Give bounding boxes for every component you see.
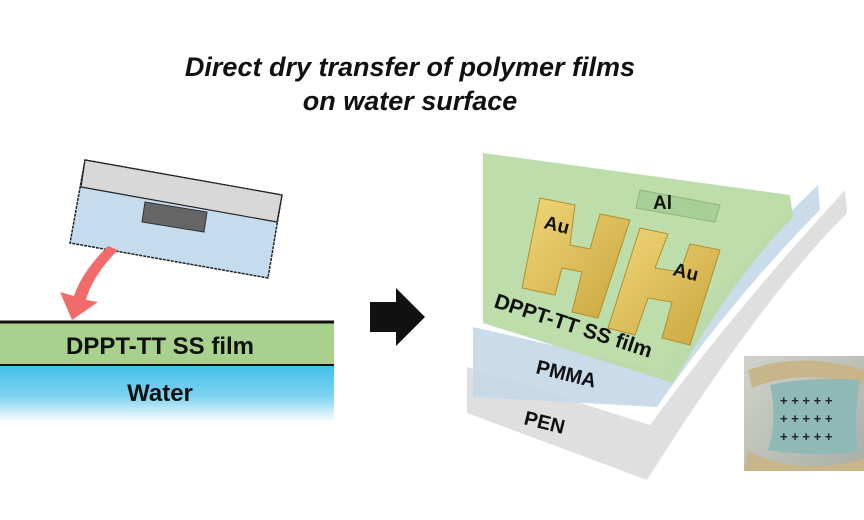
device-photo: + + + + + + + + + + + + + + + — [744, 356, 864, 471]
water-label: Water — [127, 380, 193, 407]
title-line-1: Direct dry transfer of polymer films — [184, 52, 636, 82]
device-stack — [467, 153, 847, 480]
au-electrode-left — [521, 197, 631, 319]
au-electrode-right — [607, 227, 721, 346]
al-label: Al — [653, 193, 672, 214]
svg-text:+ + + + +: + + + + + — [780, 393, 833, 408]
placement-arrow-icon — [60, 246, 118, 320]
right-arrow-icon — [370, 288, 425, 346]
pen-layer — [467, 190, 847, 480]
svg-text:+ + + + +: + + + + + — [780, 411, 833, 426]
svg-text:+ + + + +: + + + + + — [780, 429, 833, 444]
water-layer — [0, 366, 334, 422]
film-layer — [0, 323, 334, 365]
substrate — [69, 159, 283, 279]
film-label: DPPT-TT SS film — [66, 333, 254, 360]
al-electrode — [635, 189, 721, 223]
title-line-2: on water surface — [302, 86, 518, 116]
device-pad — [141, 201, 208, 233]
pmma-layer — [473, 185, 820, 407]
